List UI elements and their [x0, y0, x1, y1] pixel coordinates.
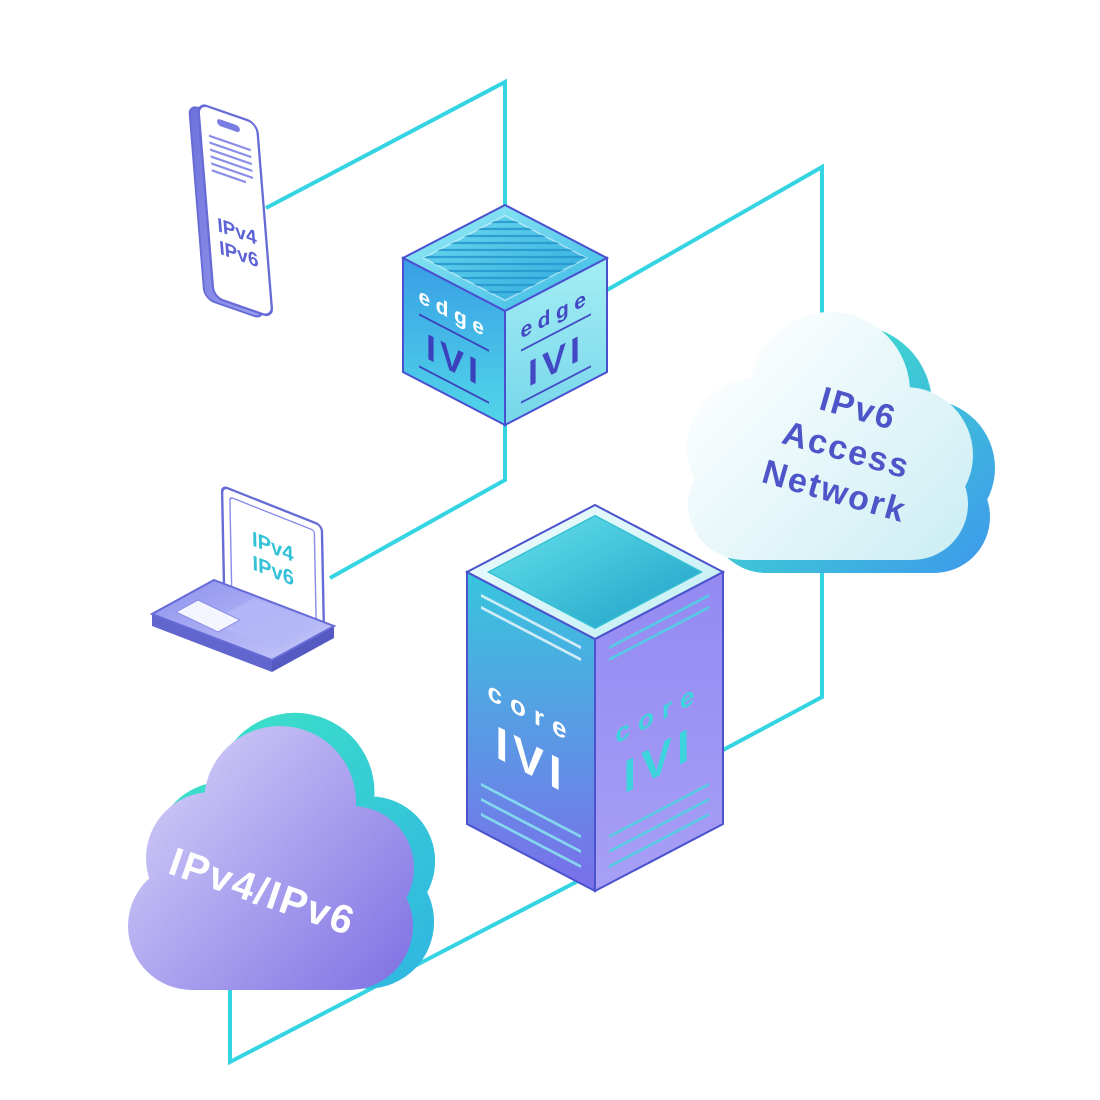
smartphone: IPv4 IPv6	[188, 104, 274, 318]
phone-speaker-notch	[217, 119, 240, 133]
core-left-bottom-vents	[481, 782, 581, 869]
phone-screen-lines	[208, 134, 254, 184]
ipv6-access-cloud: IPv6 Access Network	[687, 312, 995, 573]
dual-cloud-body	[128, 726, 414, 990]
core-router-server: core IVI core IVI	[464, 503, 726, 893]
edge-right-rule-bottom	[521, 365, 591, 404]
core-right-bottom-vents	[609, 782, 709, 869]
edge-cube-right-face	[504, 256, 608, 427]
access-cloud-body	[687, 312, 973, 560]
edge-left-rule-bottom	[419, 365, 489, 404]
core-left-top-vents	[481, 593, 581, 662]
laptop-keyboard-area	[208, 598, 322, 649]
core-right-top-vents	[609, 593, 709, 662]
edge-left-rule-top	[419, 313, 489, 352]
connector-phone-to-edge	[265, 78, 507, 232]
edge-right-rule-top	[521, 313, 591, 352]
core-top-panel	[486, 514, 704, 630]
laptop-base-thickness-right	[272, 626, 334, 672]
ipv4-ipv6-cloud: IPv4/IPv6	[128, 712, 436, 990]
edge-router-cube: edge IVI edge IVI	[400, 203, 610, 427]
connector-edge-to-laptop	[329, 425, 507, 580]
laptop-trackpad	[174, 599, 242, 633]
laptop-base-thickness	[152, 614, 272, 672]
laptop: IPv4 IPv6	[149, 486, 337, 672]
